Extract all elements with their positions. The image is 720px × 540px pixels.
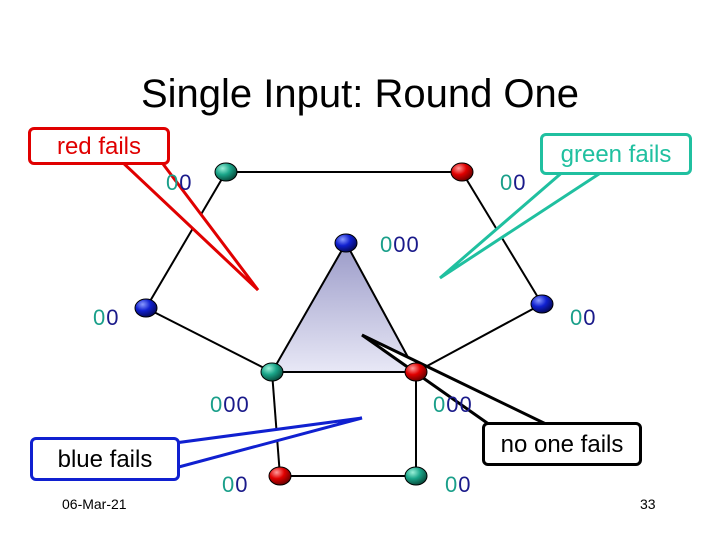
label-mid-right: 000 bbox=[433, 392, 473, 417]
blue-callout-pointer bbox=[173, 416, 363, 470]
node-bottom-right bbox=[404, 466, 428, 486]
label-right: 00 bbox=[570, 305, 597, 330]
center-triangle bbox=[270, 240, 418, 373]
callout-no-one-fails: no one fails bbox=[482, 422, 642, 466]
callout-red-fails: red fails bbox=[28, 127, 170, 165]
label-center: 000 bbox=[380, 232, 420, 257]
footer-page-number: 33 bbox=[640, 496, 656, 512]
footer-date: 06-Mar-21 bbox=[62, 496, 127, 512]
label-mid-left: 000 bbox=[210, 392, 250, 417]
label-left: 00 bbox=[93, 305, 120, 330]
node-top-right bbox=[450, 162, 474, 182]
node-left bbox=[134, 298, 158, 318]
callout-blue-fails: blue fails bbox=[30, 437, 180, 481]
node-right bbox=[530, 294, 554, 314]
node-bottom-left bbox=[268, 466, 292, 486]
label-bottom-left: 00 bbox=[222, 472, 249, 497]
slide-title: Single Input: Round One bbox=[140, 72, 580, 116]
label-top-left: 00 bbox=[166, 170, 193, 195]
label-top-right: 00 bbox=[500, 170, 527, 195]
node-mid-left bbox=[260, 362, 284, 382]
node-center bbox=[334, 233, 358, 253]
label-bottom-right: 00 bbox=[445, 472, 472, 497]
graph-nodes bbox=[134, 162, 554, 486]
node-mid-right bbox=[404, 362, 428, 382]
node-top-left bbox=[214, 162, 238, 182]
callout-green-fails: green fails bbox=[540, 133, 692, 175]
